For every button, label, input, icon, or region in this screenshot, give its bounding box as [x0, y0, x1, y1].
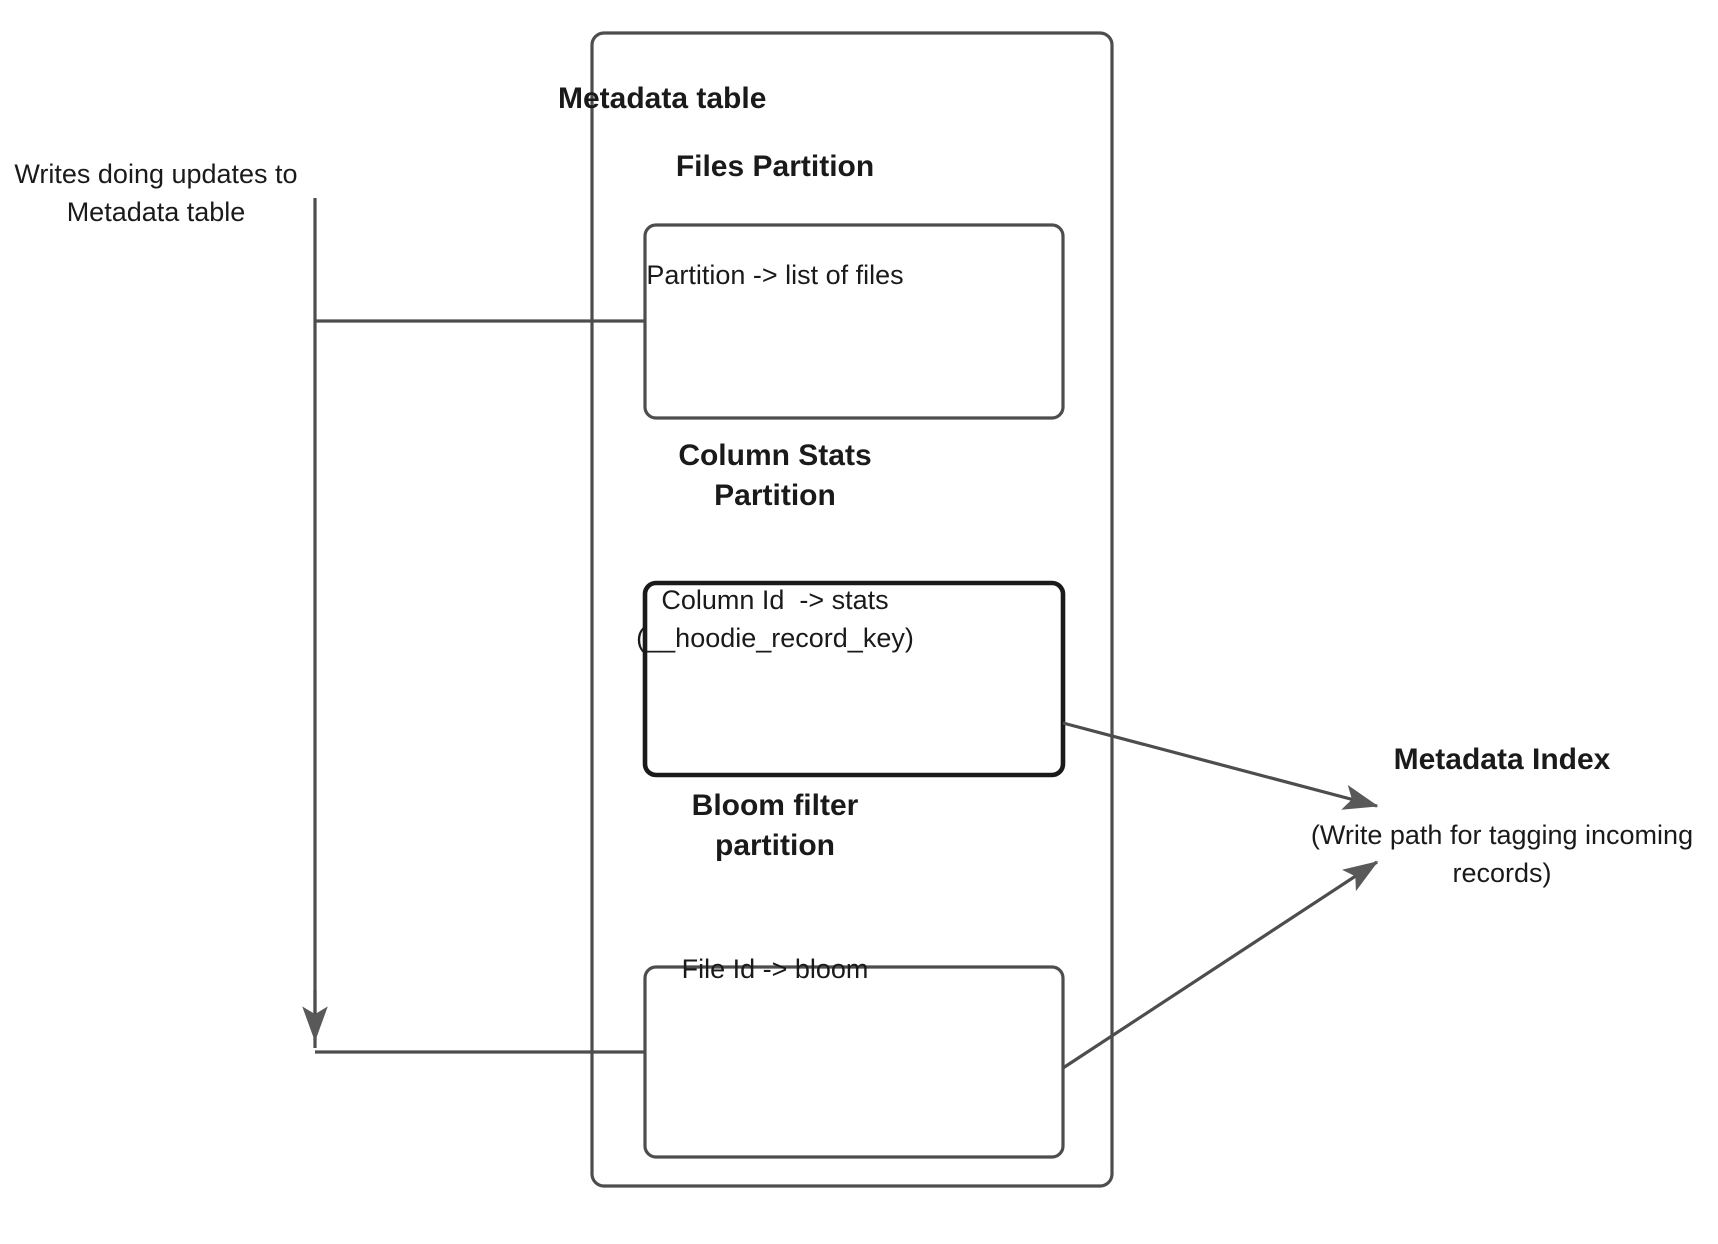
files-partition-box-label: Partition -> list of files: [646, 260, 904, 290]
files-partition-box: [643, 223, 1065, 420]
bloom-filter-partition-box-label: File Id -> bloom: [681, 954, 869, 984]
bloom-filter-partition-heading: Bloom filter partition: [691, 789, 859, 862]
writes-updates-caption: Writes doing updates to Metadata table: [14, 159, 306, 228]
bloom-filter-partition-box: [643, 965, 1065, 1159]
files-partition-heading: Files Partition: [675, 150, 875, 183]
metadata-table-label: Metadata table: [558, 82, 767, 115]
column-stats-partition-box-label: Column Id -> stats (__hoodie_record_key): [636, 585, 914, 653]
metadata-index-subtitle: (Write path for tagging incoming records…: [1310, 820, 1701, 889]
connector-bloom-filter-to-metadata-index: [1062, 860, 1379, 1070]
metadata-index-title: Metadata Index: [1393, 743, 1611, 776]
column-stats-partition-heading: Column Stats Partition: [678, 439, 872, 512]
